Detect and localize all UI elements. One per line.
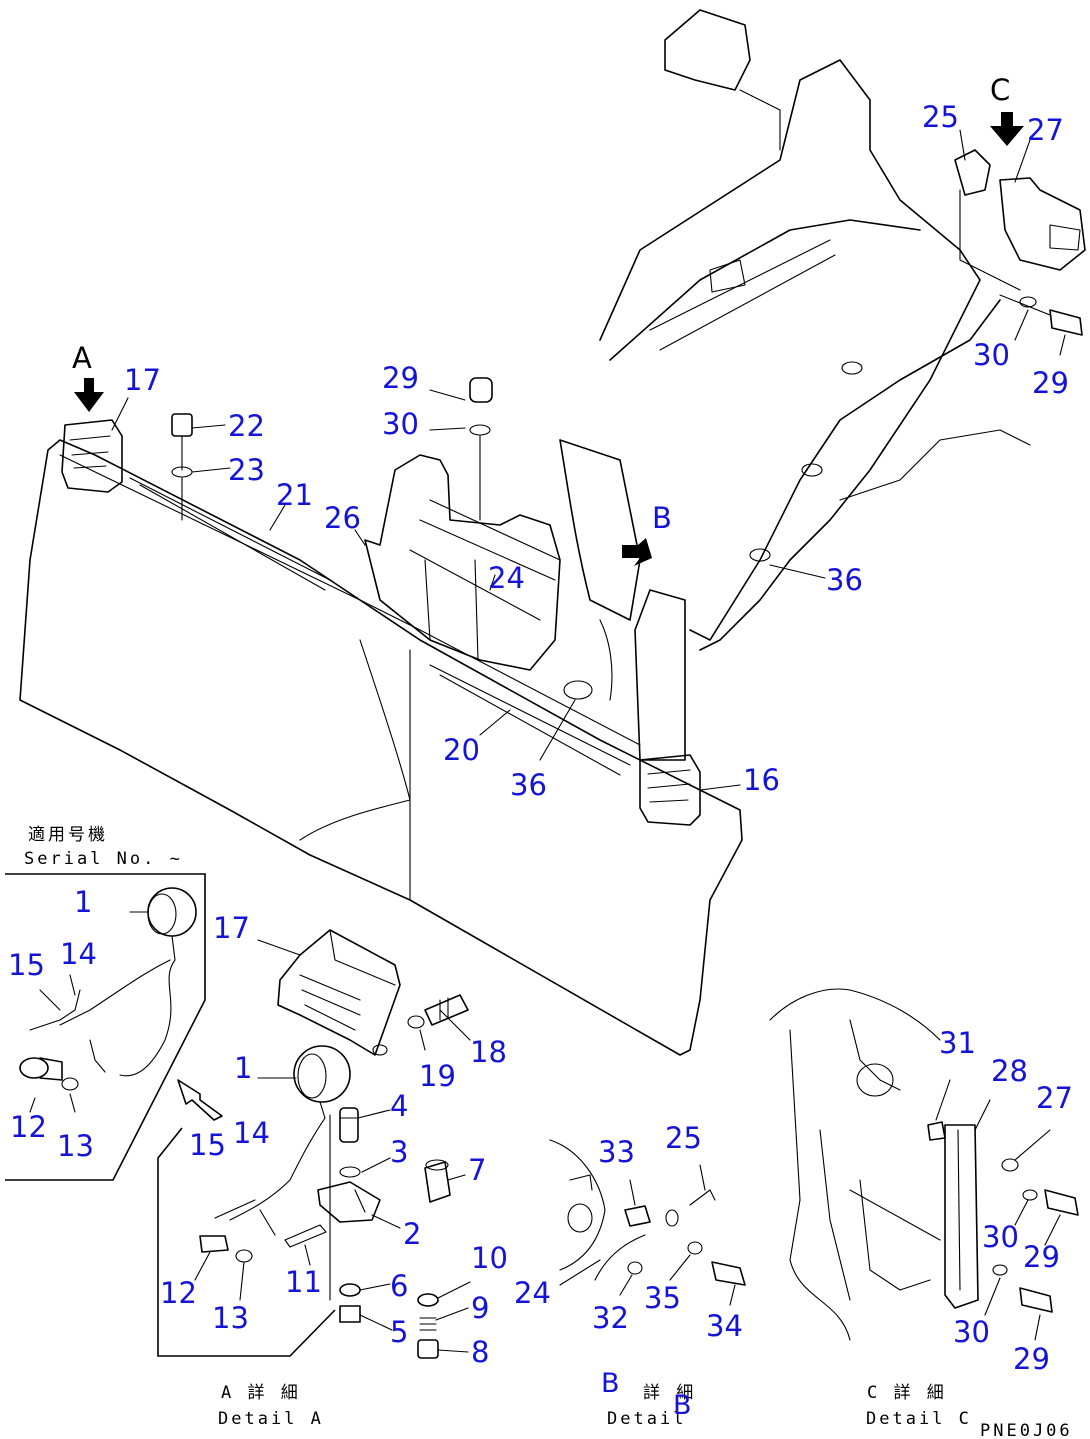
callout-29-mid: 29 [382,361,419,395]
callout-17-top: 17 [124,363,161,397]
caption-detail-b-en: Detail [607,1409,686,1429]
callout-29-top: 29 [1032,366,1069,400]
callout-15-detail: 15 [189,1128,226,1162]
callout-15-inset: 15 [8,948,45,982]
callout-35: 35 [644,1281,681,1315]
callout-22: 22 [228,409,265,443]
callout-12-detail: 12 [160,1276,197,1310]
callout-21: 21 [276,478,313,512]
callout-8: 8 [471,1335,489,1369]
caption-detail-c-jp: C 詳 細 [867,1383,947,1403]
serial-label-en: Serial No. ~ [24,849,183,869]
callout-25-top: 25 [922,100,959,134]
callout-30-c1: 30 [982,1220,1019,1254]
blade-assembly [19,9,1086,1056]
callout-14-inset: 14 [60,937,97,971]
callout-10: 10 [471,1241,508,1275]
callout-33: 33 [598,1135,635,1169]
detail-a-view [157,929,471,1359]
callout-6: 6 [390,1269,408,1303]
caption-detail-a-en: Detail A [218,1409,324,1429]
callout-29-c2: 29 [1013,1342,1050,1376]
leader-lines-main [111,129,1066,791]
callout-13-inset: 13 [57,1129,94,1163]
callout-26: 26 [324,501,361,535]
callout-19: 19 [419,1059,456,1093]
callout-36-right: 36 [826,563,863,597]
callout-27-c: 27 [1036,1081,1073,1115]
callout-31: 31 [939,1026,976,1060]
caption-detail-b-letter2: B [673,1390,692,1421]
view-marker-a: A [72,341,92,375]
callout-7: 7 [468,1153,486,1187]
caption-detail-b-letter: B [601,1368,620,1399]
callout-28: 28 [991,1054,1028,1088]
callout-36-low: 36 [510,768,547,802]
callout-2: 2 [403,1217,421,1251]
callout-30-c2: 30 [953,1315,990,1349]
callout-12-inset: 12 [10,1110,47,1144]
callout-24-mid: 24 [488,561,525,595]
callout-23: 23 [228,453,265,487]
drawing-code: PNE0J06 [980,1421,1073,1439]
view-arrow-a [74,378,104,412]
callout-9: 9 [471,1291,489,1325]
callout-24-b: 24 [514,1276,551,1310]
callout-32: 32 [592,1301,629,1335]
view-marker-b: B [652,501,672,535]
callout-30-top: 30 [973,338,1010,372]
callout-14-detail: 14 [233,1116,270,1150]
caption-detail-b-jp: 詳 細 [643,1383,696,1403]
serial-label-jp: 適用号機 [28,825,108,845]
callout-18: 18 [470,1035,507,1069]
callout-20: 20 [443,733,480,767]
callout-5: 5 [390,1315,408,1349]
serial-inset [5,873,223,1181]
callout-13-detail: 13 [212,1301,249,1335]
callout-4: 4 [390,1089,408,1123]
callout-34: 34 [706,1309,743,1343]
callout-16: 16 [743,763,780,797]
callout-30-mid: 30 [382,407,419,441]
callout-1-inset: 1 [74,885,92,919]
callout-1-detail: 1 [234,1051,252,1085]
callout-3: 3 [390,1135,408,1169]
view-marker-c: C [990,73,1010,107]
callout-27-top: 27 [1027,113,1064,147]
callout-29-c1: 29 [1023,1240,1060,1274]
caption-detail-c-en: Detail C [866,1409,972,1429]
callout-11: 11 [285,1265,322,1299]
view-arrow-c [990,112,1024,146]
callout-25-b: 25 [665,1121,702,1155]
detail-c-view [769,988,1079,1341]
callout-17-detail: 17 [213,911,250,945]
detail-b-view [549,1139,746,1306]
caption-detail-a-jp: A 詳 細 [221,1383,301,1403]
